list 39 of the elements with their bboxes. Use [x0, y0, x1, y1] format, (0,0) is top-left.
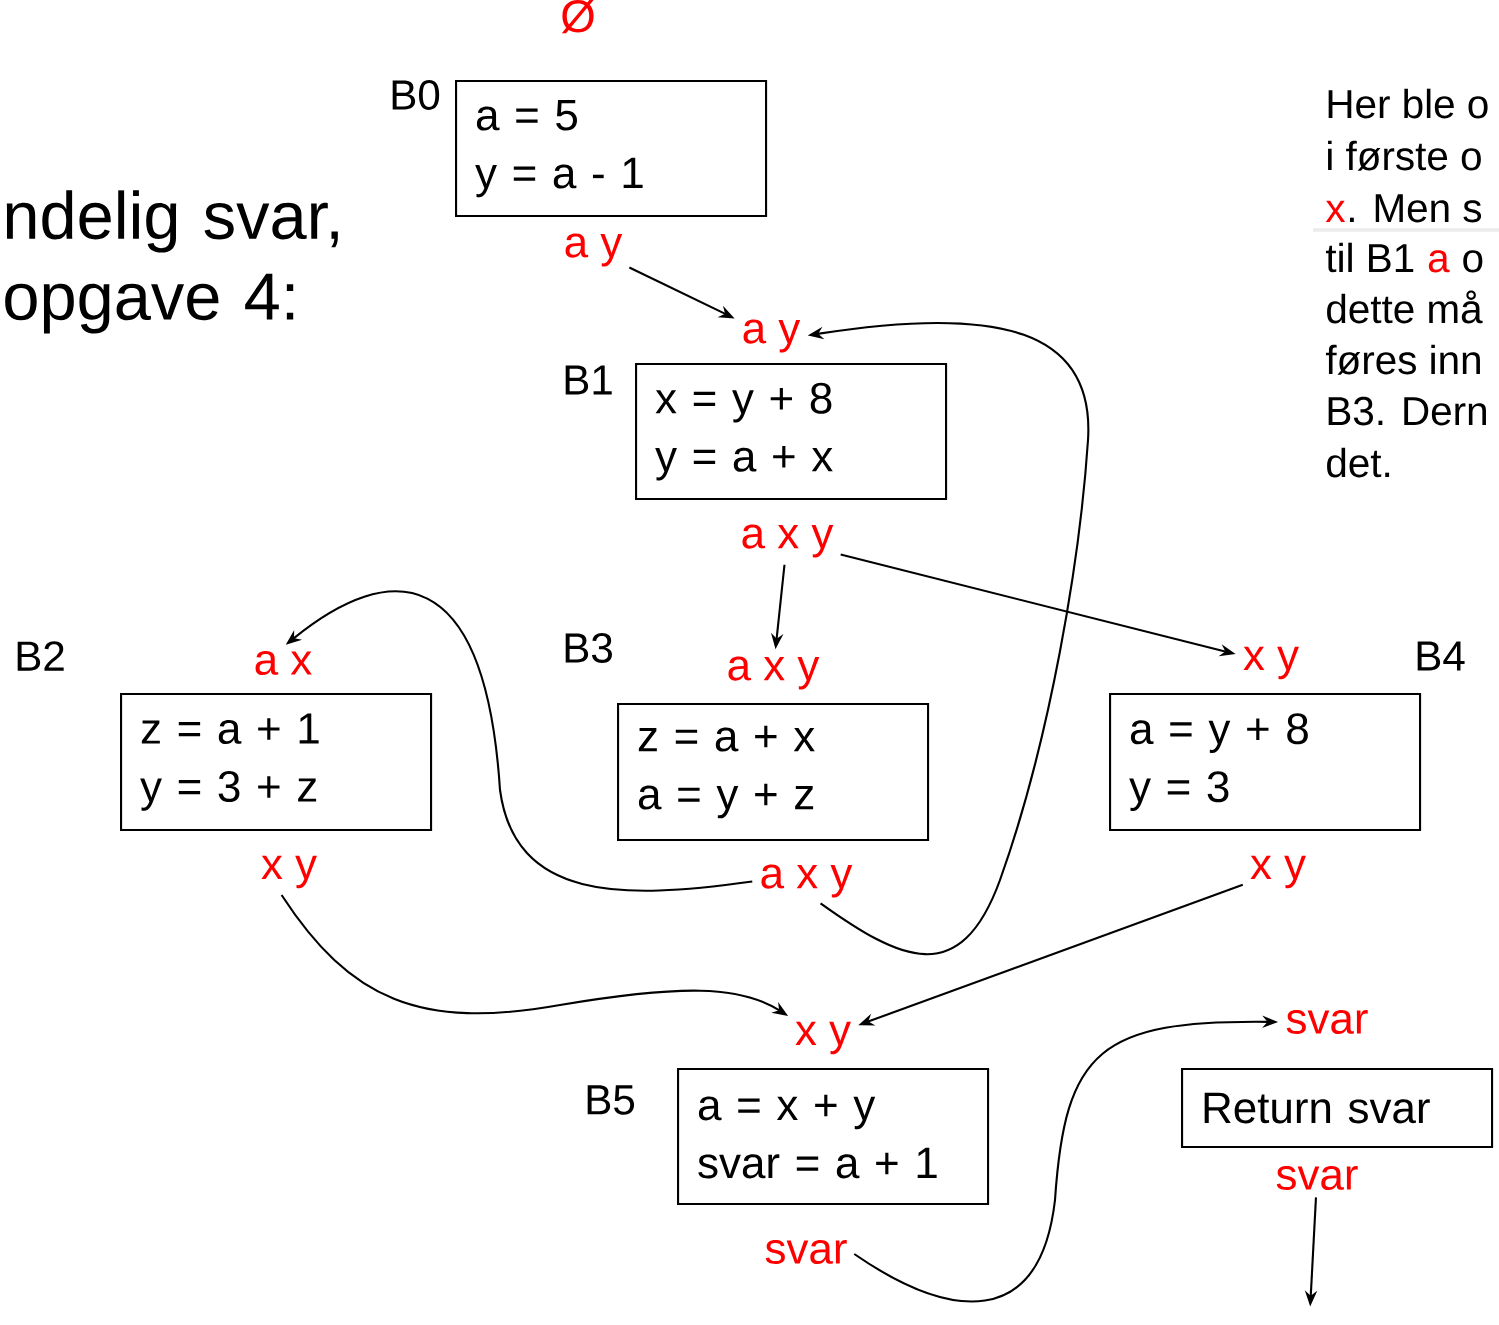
note-text: x: [1325, 200, 1346, 222]
live-variables: svar: [1286, 1009, 1368, 1035]
empty-set-label: Ø: [561, 0, 595, 34]
live-variables: x y: [795, 1021, 851, 1055]
code-block: z = a + 1 y = 3 + z: [120, 693, 433, 832]
code-block: a = y + 8 y = 3: [1109, 693, 1422, 832]
note-text: føres inn: [1325, 344, 1480, 375]
live-variables: x y: [1243, 646, 1299, 680]
note-text: dette må: [1327, 290, 1483, 324]
note-text: i første o: [1328, 140, 1481, 171]
code-block: a = x + y svar = a + 1: [677, 1068, 990, 1206]
note-text: o: [1463, 250, 1483, 273]
live-variables: svar: [765, 1239, 847, 1265]
note-text: B3. Dern: [1328, 396, 1486, 426]
code-block: a = 5 y = a - 1: [455, 80, 768, 218]
note-text: . Men s: [1349, 194, 1482, 223]
note-text: Her ble o: [1328, 88, 1488, 119]
live-variables: x y: [1250, 855, 1306, 889]
code-block: x = y + 8 y = a + x: [635, 363, 948, 501]
live-variables: svar: [1276, 1165, 1358, 1191]
live-variables: a y: [743, 319, 801, 353]
note-text: det.: [1327, 447, 1390, 478]
slide-title: ndelig svar, opgave 4:: [5, 190, 338, 334]
note-text: a: [1428, 250, 1450, 273]
code-block: Return svar: [1181, 1068, 1494, 1149]
code-block: z = a + x a = y + z: [617, 703, 930, 842]
live-variables: x y: [261, 855, 317, 889]
note-text: til B1: [1325, 242, 1414, 273]
block-label: B5: [587, 1085, 635, 1115]
block-label: B3: [565, 633, 612, 663]
live-variables: a x y: [742, 524, 834, 558]
block-label: B0: [392, 80, 440, 110]
live-variables: a x y: [728, 656, 820, 690]
block-label: B1: [565, 365, 612, 395]
live-variables: a x y: [761, 864, 853, 898]
live-variables: a y: [565, 233, 623, 267]
block-label: B2: [17, 641, 64, 671]
live-variables: a x: [255, 650, 312, 676]
block-label: B4: [1417, 641, 1465, 671]
